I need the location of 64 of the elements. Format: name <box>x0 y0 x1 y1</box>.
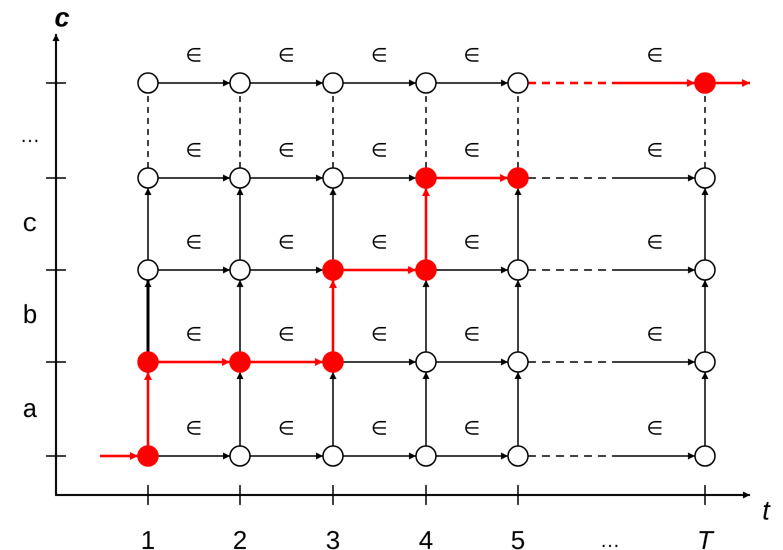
arrow <box>436 266 508 274</box>
arrow <box>100 452 138 460</box>
arrow <box>343 174 416 182</box>
arrow <box>343 452 416 460</box>
arrow <box>528 452 695 460</box>
arrow <box>158 358 230 366</box>
arrow <box>158 80 230 86</box>
arrow <box>144 280 152 352</box>
arrow <box>436 80 508 86</box>
arrow <box>330 372 336 446</box>
tick-label: … <box>600 531 620 550</box>
arrow <box>250 174 323 182</box>
arrow <box>343 358 416 366</box>
arrow <box>236 372 244 446</box>
arrow <box>236 280 244 352</box>
connector-line <box>239 93 241 168</box>
arrow <box>144 372 152 446</box>
tick-label: c <box>22 211 38 237</box>
arrow <box>436 452 508 460</box>
tick-label: … <box>20 126 40 146</box>
axis-title: t <box>762 498 770 524</box>
connector-line <box>147 93 149 168</box>
tick-label: a <box>22 397 38 423</box>
arrow <box>250 80 323 86</box>
arrow <box>158 452 230 460</box>
arrow <box>514 280 522 352</box>
arrow <box>528 358 695 366</box>
arrow <box>702 188 708 260</box>
arrow <box>158 266 230 274</box>
arrow <box>144 188 152 260</box>
arrow <box>343 80 416 86</box>
arrow <box>702 280 708 352</box>
arrow <box>422 188 430 260</box>
connector-line <box>425 93 427 168</box>
arrow <box>528 266 695 274</box>
arrow <box>528 174 695 182</box>
arrow <box>343 266 416 274</box>
connector-line <box>332 93 334 168</box>
arrow <box>528 79 695 87</box>
arrow <box>330 188 336 260</box>
tick-label: b <box>22 303 38 329</box>
tick-label: 2 <box>232 527 248 550</box>
arrow <box>250 452 323 460</box>
arrow <box>422 372 430 446</box>
arrow <box>514 372 522 446</box>
arrow <box>715 79 750 87</box>
tick-label: 3 <box>326 527 340 550</box>
arrow <box>436 174 508 182</box>
arrow <box>422 280 430 352</box>
arrow <box>158 174 230 182</box>
connector-line <box>517 93 519 168</box>
arrow <box>514 188 522 260</box>
tick-label: 1 <box>140 527 156 550</box>
tick-label: 4 <box>418 527 434 550</box>
tick-label: 5 <box>510 527 526 550</box>
arrow <box>702 372 708 446</box>
arrow <box>250 358 323 366</box>
arrow <box>329 280 337 352</box>
connector-line <box>704 93 706 168</box>
arrow <box>250 266 323 274</box>
arrow <box>236 188 244 260</box>
arrow <box>436 358 508 366</box>
axis-title: c <box>54 4 70 32</box>
tick-label: T <box>697 527 713 550</box>
